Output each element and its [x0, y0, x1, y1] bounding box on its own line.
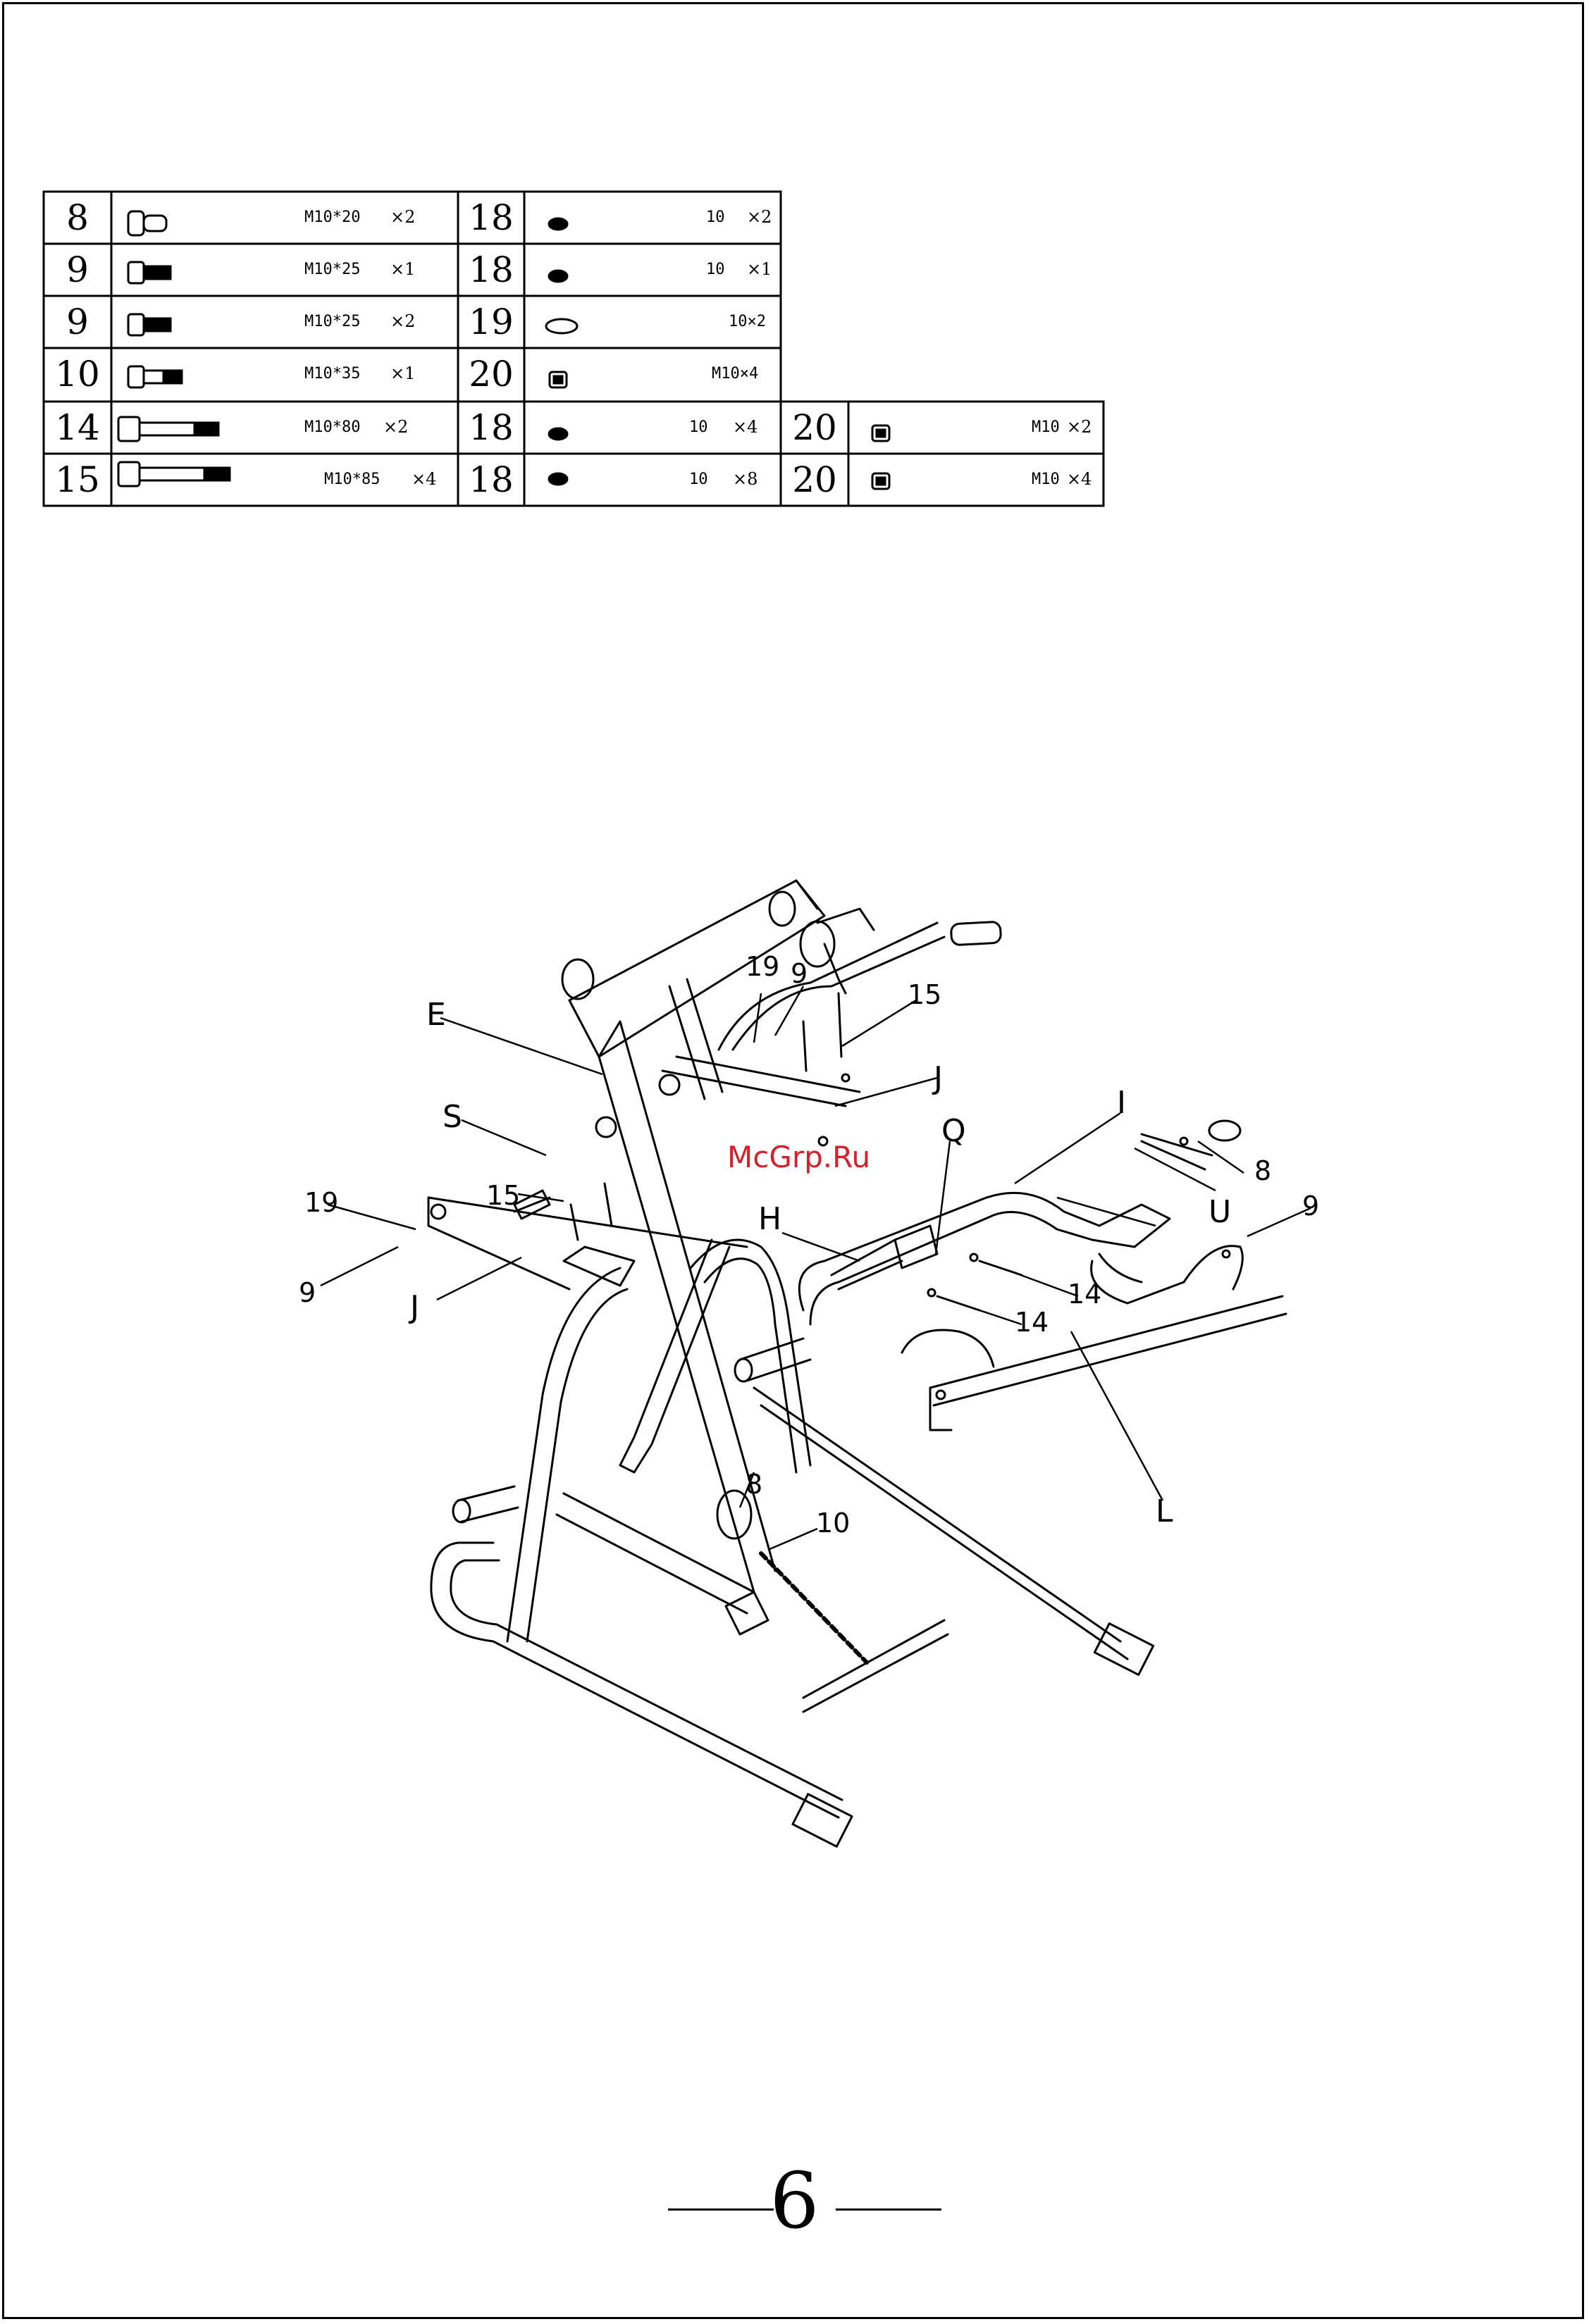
callout-j-lower: J [408, 1289, 419, 1325]
bottom-rack-l [902, 1296, 1286, 1430]
callout-i: I [1117, 1085, 1126, 1121]
rear-floor-base [754, 1388, 1154, 1674]
page-number-rule-right [836, 2208, 941, 2211]
main-upright-e [569, 881, 824, 1634]
callout-19-top: 19 [746, 951, 779, 982]
diagonal-brace [620, 1240, 729, 1472]
callout-15-top: 15 [908, 979, 941, 1010]
callout-8-mid: 8 [746, 1469, 762, 1500]
callout-e: E [426, 997, 446, 1033]
left-a-frame [507, 1268, 754, 1641]
callout-h: H [758, 1201, 781, 1237]
pivot-arm-j-lower [428, 1198, 747, 1289]
page-number: 6 [0, 2156, 1589, 2246]
callout-14-a: 14 [1068, 1279, 1101, 1310]
callout-9-right: 9 [1302, 1191, 1319, 1222]
callout-l: L [1156, 1493, 1173, 1529]
callout-19-left: 19 [304, 1187, 338, 1218]
callout-9-top: 9 [791, 958, 808, 989]
callout-9-left: 9 [299, 1277, 316, 1308]
sleeve-h [831, 1240, 902, 1289]
watermark: McGrp.Ru [727, 1140, 870, 1174]
callout-14-b: 14 [1015, 1307, 1049, 1338]
leader-lines [321, 986, 1311, 1550]
callout-u: U [1208, 1194, 1231, 1230]
callout-10-mid: 10 [816, 1508, 850, 1539]
callout-8-right: 8 [1254, 1155, 1271, 1186]
callout-s: S [443, 1099, 462, 1135]
left-floor-base [431, 1543, 852, 1846]
callout-q: Q [941, 1113, 966, 1149]
callout-j-upper: J [932, 1060, 943, 1096]
callout-15-left: 15 [486, 1180, 520, 1211]
